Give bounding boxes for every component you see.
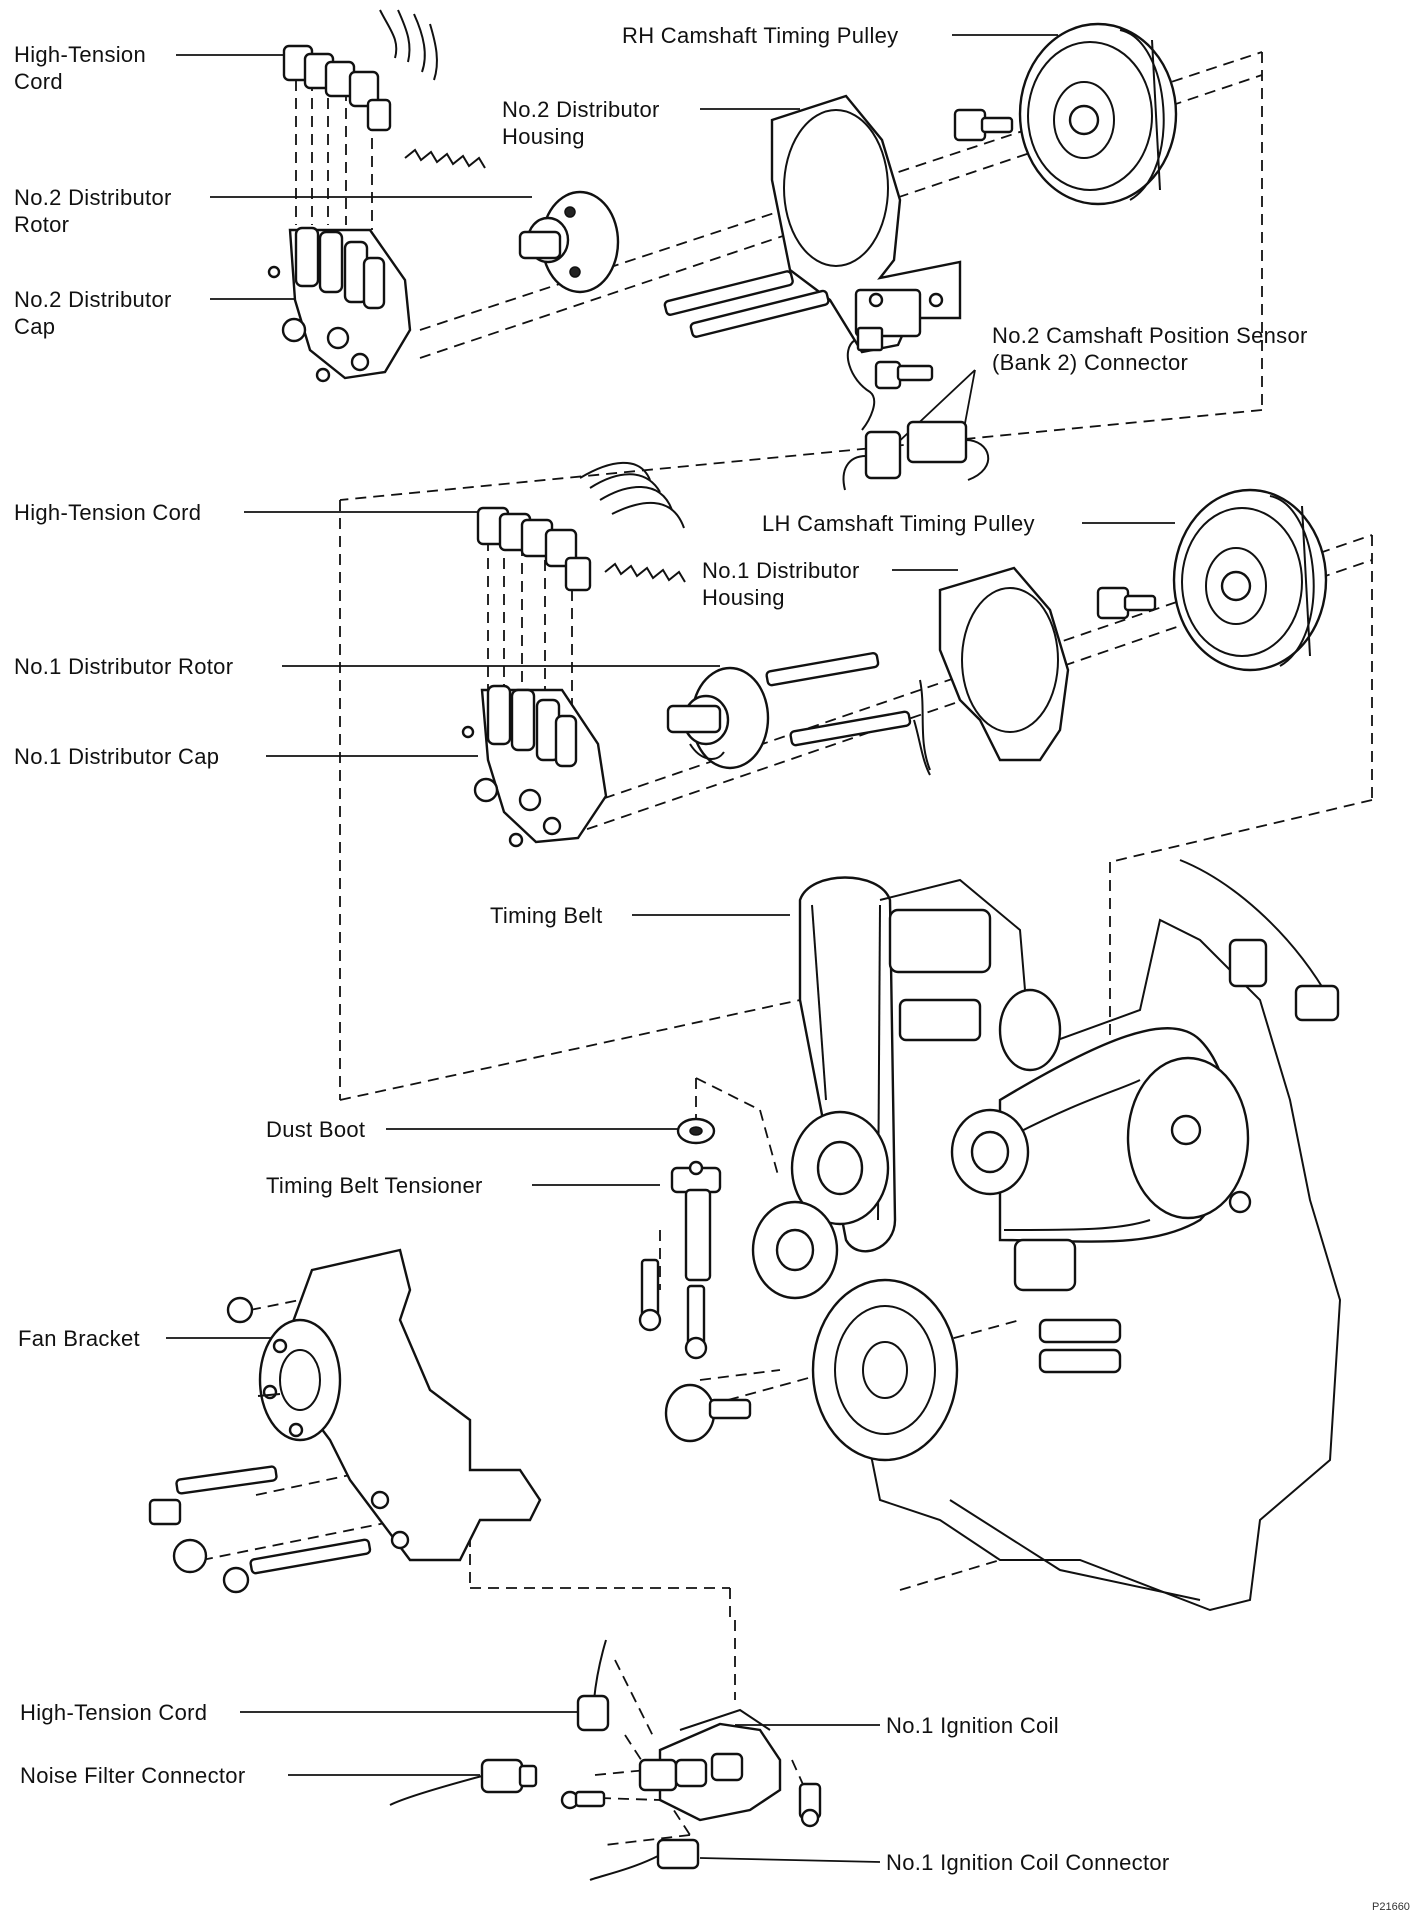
cam2-sensor-part [842,420,990,491]
label-noise-filter: Noise Filter Connector [20,1763,245,1788]
lh-pulley-part [1172,488,1328,672]
fan-bracket-part [148,1248,542,1594]
dist2-housing-part [770,94,962,431]
leader-lines [166,34,1175,1863]
label-ign-coil: No.1 Ignition Coil [886,1713,1059,1738]
ignition-coil-part [560,1708,822,1828]
label-ht-cord-bottom: High-Tension Cord [20,1700,207,1725]
dist1-housing-part [913,566,1070,776]
ht-cord-top-part [282,9,486,169]
label-dust-boot: Dust Boot [266,1117,365,1142]
bolts-mid [765,586,1157,747]
label-belt-tensioner: Timing Belt Tensioner [266,1173,483,1198]
bolts-top [663,108,1014,390]
ht-cord-bottom-part [576,1639,610,1732]
dist2-cap-part [267,226,412,383]
label-ht-cord-mid: High-Tension Cord [14,500,201,525]
ign-coil-conn-part [589,1838,700,1881]
tensioner-part [638,1160,752,1443]
figure-ref: P21660 [1372,1901,1410,1913]
label-dist1-cap: No.1 Distributor Cap [14,744,219,769]
ht-cord-mid-part [476,461,686,592]
dist1-cap-part [461,684,608,848]
engine-block-part [751,859,1342,1612]
label-fan-bracket: Fan Bracket [18,1326,140,1351]
label-dist1-rotor: No.1 Distributor Rotor [14,654,233,679]
dist2-rotor-part [518,190,620,294]
label-cam2-sensor: No.2 Camshaft Position Sensor(Bank 2) Co… [992,323,1308,375]
label-timing-belt: Timing Belt [490,903,603,928]
label-lh-pulley: LH Camshaft Timing Pulley [762,511,1035,536]
dist1-rotor-part [666,666,770,770]
noise-filter-part [389,1758,538,1806]
dust-boot-part [676,1117,716,1145]
label-rh-pulley: RH Camshaft Timing Pulley [622,23,898,48]
rh-pulley-part [1018,22,1178,206]
label-ign-coil-conn: No.1 Ignition Coil Connector [886,1850,1170,1875]
